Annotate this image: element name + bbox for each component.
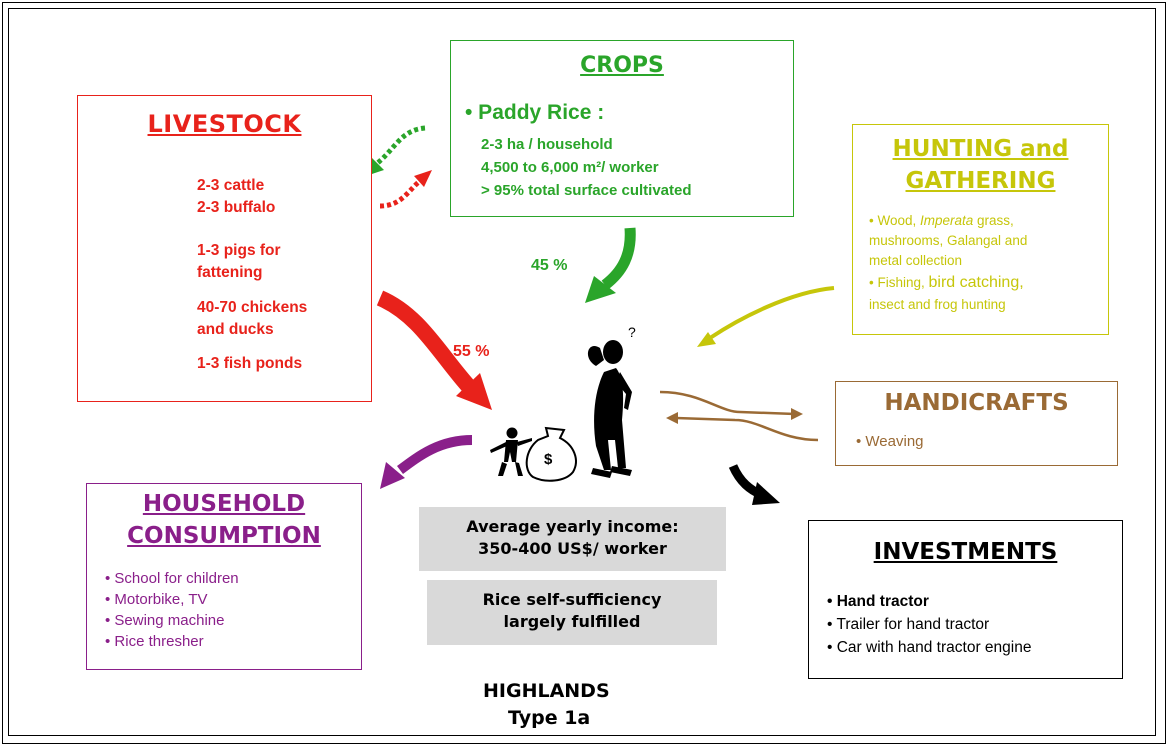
arrowhead-handicrafts-out — [791, 408, 803, 420]
hunting-line5: insect and frog hunting — [869, 297, 1006, 312]
arrowhead-livestock-55 — [456, 373, 492, 410]
livestock-percent: 55 % — [453, 343, 490, 360]
hunting-line2: mushrooms, Galangal and — [869, 233, 1028, 248]
footer-title: HIGHLANDS — [483, 680, 610, 702]
handicrafts-title: HANDICRAFTS — [884, 390, 1069, 416]
income-line2: 350-400 US$/ worker — [478, 539, 667, 558]
income-line1: Average yearly income: — [466, 517, 679, 536]
arrowhead-crops-45 — [585, 276, 616, 303]
question-mark: ? — [628, 324, 636, 340]
footer-subtitle: Type 1a — [508, 707, 591, 729]
household-title-line2: CONSUMPTION — [127, 523, 321, 549]
hunting-line1-b: Imperata — [920, 213, 974, 228]
hunting-title: HUNTING and GATHERING — [853, 133, 1108, 197]
money-bag-icon — [525, 426, 577, 482]
self-sufficiency-line1: Rice self-sufficiency — [482, 590, 662, 609]
crops-box: CROPS • Paddy Rice : 2-3 ha / household … — [450, 40, 794, 217]
livestock-box: LIVESTOCK — [77, 95, 372, 402]
handicrafts-box: HANDICRAFTS • Weaving — [835, 381, 1118, 466]
dotted-arrowhead-red — [414, 170, 432, 187]
household-item: • Motorbike, TV — [105, 591, 208, 608]
crops-title: CROPS — [580, 53, 664, 78]
livestock-item: fattening — [197, 264, 263, 281]
hunting-line1: • Wood, Imperata grass, — [869, 211, 1014, 230]
thinking-person-icon — [587, 340, 632, 478]
livestock-item: and ducks — [197, 321, 274, 338]
investments-item: • Hand tractor — [827, 593, 929, 610]
investments-title: INVESTMENTS — [873, 539, 1058, 565]
investments-box: INVESTMENTS • Hand tractor • Trailer for… — [808, 520, 1123, 679]
hunting-line4: • Fishing, bird catching, — [869, 273, 1024, 292]
arrowhead-household — [380, 462, 405, 489]
self-sufficiency-box: Rice self-sufficiency largely fulfilled — [427, 580, 717, 645]
inner-frame — [8, 8, 1156, 736]
household-title: HOUSEHOLD CONSUMPTION — [87, 488, 361, 552]
arrow-livestock-55 — [376, 290, 476, 394]
arrow-handicrafts-out — [659, 390, 796, 416]
hunting-title-line1: HUNTING and — [892, 136, 1069, 162]
livestock-item: 2-3 cattle — [197, 177, 265, 194]
hunting-title-line2: GATHERING — [905, 168, 1056, 194]
hunting-line3: metal collection — [869, 253, 963, 268]
crops-line: 2-3 ha / household — [481, 136, 613, 153]
crops-line: 4,500 to 6,000 m²/ worker — [481, 159, 659, 176]
arrow-hunting — [708, 286, 835, 340]
self-sufficiency-line2: largely fulfilled — [503, 612, 641, 631]
handicrafts-item: • Weaving — [856, 433, 924, 450]
dotted-arrow-crops-to-livestock — [373, 125, 426, 167]
arrow-household — [397, 435, 473, 475]
investments-item: • Trailer for hand tractor — [827, 616, 990, 633]
household-box: HOUSEHOLD CONSUMPTION • School for child… — [86, 483, 362, 670]
hunting-line4-b: bird catching, — [928, 274, 1024, 291]
household-item: • Sewing machine — [105, 612, 225, 629]
child-figure-icon — [490, 427, 532, 476]
crops-percent: 45 % — [531, 257, 568, 274]
crops-bullet: • Paddy Rice : — [465, 101, 605, 124]
hunting-line1-c: grass, — [973, 213, 1014, 228]
livestock-item: 40-70 chickens — [197, 299, 308, 316]
investments-item: • Car with hand tractor engine — [827, 639, 1032, 656]
livestock-item: 2-3 buffalo — [197, 199, 276, 216]
dotted-arrow-livestock-to-crops — [379, 175, 427, 209]
arrowhead-hunting — [697, 332, 716, 347]
hunting-line4-a: • Fishing, — [869, 275, 929, 290]
household-item: • Rice thresher — [105, 633, 204, 650]
arrow-crops-45 — [601, 227, 636, 290]
crops-line: > 95% total surface cultivated — [481, 182, 692, 199]
arrow-handicrafts-in — [675, 416, 819, 442]
household-item: • School for children — [105, 570, 239, 587]
money-symbol: $ — [544, 451, 553, 468]
income-box: Average yearly income: 350-400 US$/ work… — [419, 507, 726, 571]
livestock-title: LIVESTOCK — [147, 110, 302, 138]
arrowhead-investments — [752, 482, 780, 505]
household-title-line1: HOUSEHOLD — [142, 491, 306, 517]
hunting-box: HUNTING and GATHERING • Wood, Imperata g… — [852, 124, 1109, 335]
livestock-item: 1-3 fish ponds — [197, 355, 303, 372]
livestock-item: 1-3 pigs for — [197, 242, 281, 259]
hunting-line1-a: • Wood, — [869, 213, 921, 228]
arrowhead-handicrafts-in — [666, 412, 678, 424]
